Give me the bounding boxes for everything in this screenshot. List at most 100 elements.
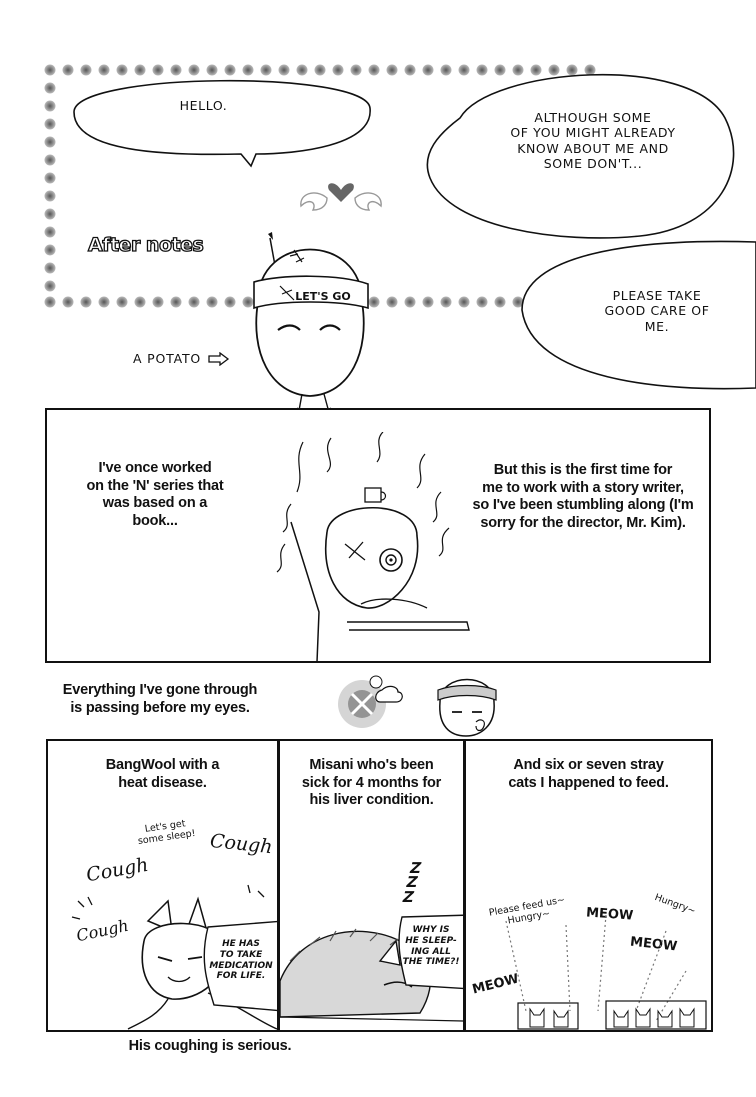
frame-dot <box>386 64 398 76</box>
frame-dot <box>188 296 200 308</box>
work-right-text: But this is the first time for me to wor… <box>472 462 694 532</box>
frame-dot <box>584 64 596 76</box>
frame-dot <box>260 64 272 76</box>
frame-dot <box>458 64 470 76</box>
frame-dot <box>152 64 164 76</box>
frame-dot <box>458 296 470 308</box>
winged-heart-icon <box>295 168 387 220</box>
frame-dot <box>350 64 362 76</box>
speech-bubble-please: PLEASE TAKE GOOD CARE OF ME. <box>512 230 756 392</box>
artist-at-desk-drawing <box>276 432 470 662</box>
please-text: PLEASE TAKE GOOD CARE OF ME. <box>604 288 710 334</box>
frame-dot <box>44 100 56 112</box>
arrow-right-icon <box>208 351 230 367</box>
frame-dot <box>134 296 146 308</box>
frame-dot <box>332 64 344 76</box>
frame-dot <box>44 118 56 130</box>
frame-dot <box>44 226 56 238</box>
speech-bubble-hello: HELLO. <box>66 68 378 168</box>
frame-dot <box>224 64 236 76</box>
frame-dot <box>368 296 380 308</box>
after-notes-title: After notes <box>87 233 204 256</box>
frame-dot <box>170 296 182 308</box>
potato-drawing <box>253 232 369 419</box>
cough-sfx-2: Cough <box>209 829 274 859</box>
frame-dot <box>98 64 110 76</box>
stray-cats-drawing <box>505 914 707 1030</box>
frame-dot <box>116 64 128 76</box>
potato-label: A POTATO <box>133 350 230 370</box>
zzz-sfx: Z Z Z <box>400 859 424 906</box>
panel-work: I've once worked on the 'N' series that … <box>45 408 711 663</box>
frame-dot <box>530 64 542 76</box>
frame-dot <box>44 82 56 94</box>
frame-dot <box>242 64 254 76</box>
frame-dot <box>476 64 488 76</box>
frame-dot <box>404 296 416 308</box>
frame-dot <box>494 64 506 76</box>
frame-dot <box>566 64 578 76</box>
frame-dot <box>314 64 326 76</box>
frame-dot <box>296 64 308 76</box>
potato-character: LET'S GO <box>240 232 380 422</box>
frame-dot <box>242 296 254 308</box>
frame-dot <box>206 296 218 308</box>
frame-dot <box>386 296 398 308</box>
frame-dot <box>44 280 56 292</box>
frame-dot <box>188 64 200 76</box>
frame-dot <box>44 208 56 220</box>
bangwool-caption: BangWool with a heat disease. <box>105 757 220 791</box>
frame-dot <box>80 296 92 308</box>
frame-dot <box>440 296 452 308</box>
frame-dot <box>44 136 56 148</box>
frame-dot <box>44 296 56 308</box>
speech-bubble-medication-shape <box>203 920 277 1012</box>
frame-dot <box>62 296 74 308</box>
misani-caption: Misani who's been sick for 4 months for … <box>301 757 442 809</box>
although-text: ALTHOUGH SOME OF YOU MIGHT ALREADY KNOW … <box>510 110 676 171</box>
frame-dot <box>206 64 218 76</box>
panel-misani: Misani who's been sick for 4 months for … <box>278 739 465 1032</box>
coughing-caption: His coughing is serious. <box>128 1038 292 1054</box>
frame-dot <box>44 172 56 184</box>
frame-dot <box>80 64 92 76</box>
medication-bubble-text: HE HAS TO TAKE MEDICATION FOR LIFE. <box>209 939 273 982</box>
bangwool-speech: Let's get some sleep! <box>137 818 197 848</box>
frame-dot <box>116 296 128 308</box>
work-left-text: I've once worked on the 'N' series that … <box>86 460 224 530</box>
frame-dot <box>512 64 524 76</box>
panel-cats: And six or seven stray cats I happened t… <box>464 739 713 1032</box>
frame-dot <box>224 296 236 308</box>
frame-dot <box>44 190 56 202</box>
frame-dot <box>512 296 524 308</box>
frame-dot <box>44 64 56 76</box>
frame-dot <box>44 244 56 256</box>
frame-dot <box>44 262 56 274</box>
flash-burst-graphic <box>338 675 403 728</box>
speech-bubble-although: ALTHOUGH SOME OF YOU MIGHT ALREADY KNOW … <box>420 58 740 239</box>
frame-dot <box>278 64 290 76</box>
potato-label-text: A POTATO <box>133 351 202 366</box>
hello-text: HELLO. <box>179 98 228 113</box>
sleeping-bubble-text: WHY IS HE SLEEP- ING ALL THE TIME?! <box>402 925 460 968</box>
memories-caption: Everything I've gone through is passing … <box>62 682 258 716</box>
frame-dot <box>44 154 56 166</box>
frame-dot <box>422 64 434 76</box>
frame-dot <box>62 64 74 76</box>
frame-dot <box>368 64 380 76</box>
frame-dot <box>152 296 164 308</box>
speech-bubble-sleeping-shape <box>398 914 463 990</box>
potato-thinking-drawing <box>437 678 497 737</box>
cats-caption: And six or seven stray cats I happened t… <box>508 757 669 791</box>
frame-dot <box>404 64 416 76</box>
frame-dot <box>170 64 182 76</box>
frame-dot <box>422 296 434 308</box>
frame-dot <box>548 64 560 76</box>
panel-bangwool: BangWool with a heat disease. Let's get … <box>46 739 279 1032</box>
frame-dot <box>134 64 146 76</box>
frame-dot <box>440 64 452 76</box>
headband-text: LET'S GO <box>295 290 351 303</box>
frame-dot <box>98 296 110 308</box>
frame-dot <box>476 296 488 308</box>
frame-dot <box>494 296 506 308</box>
